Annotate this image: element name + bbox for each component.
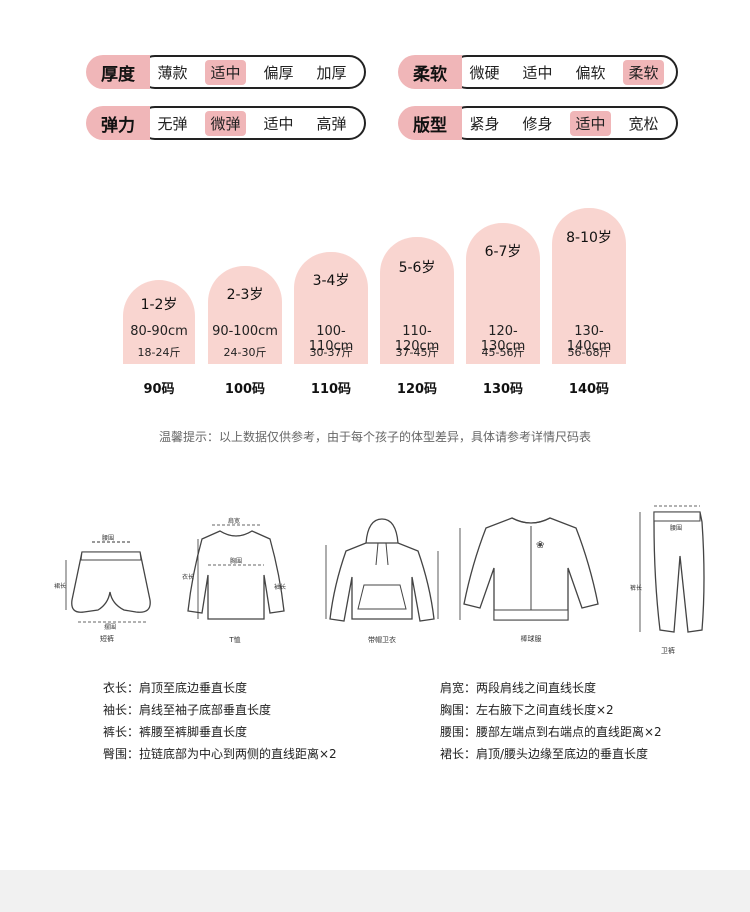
attr-softness: 微硬 适中 偏软 柔软 柔软 [398, 55, 678, 89]
size-weight: 30-37斤 [309, 346, 353, 359]
garment-hoodie: 带帽卫衣 [322, 515, 442, 650]
garment-shorts: 腰围 裙长 摆围 短裤 [52, 530, 162, 650]
label-chest: 胸围 [230, 557, 242, 565]
label-waist: 腰围 [670, 525, 682, 532]
attr-label: 柔软 [398, 55, 462, 89]
jacket-diagram: ❀ [459, 517, 599, 621]
size-weight: 37-45斤 [395, 346, 439, 359]
size-weight: 24-30斤 [223, 346, 267, 359]
option: 偏厚 [263, 63, 294, 82]
size-column: 2-3岁 90-100cm 24-30斤 [208, 266, 282, 364]
option: 高弹 [316, 114, 347, 133]
option: 适中 [263, 114, 294, 133]
size-weight: 18-24斤 [137, 346, 181, 359]
shorts-diagram: 腰围 裙长 摆围 [54, 535, 151, 631]
size-column: 3-4岁 100-110cm 30-37斤 [294, 252, 368, 364]
size-age: 6-7岁 [484, 244, 522, 260]
label-skirt-length: 裙长 [54, 582, 66, 590]
attr-thickness-box: 薄款 适中 偏厚 加厚 [138, 55, 366, 89]
size-age: 2-3岁 [226, 287, 264, 303]
size-column: 1-2岁 80-90cm 18-24斤 [123, 280, 195, 364]
attr-elasticity-box: 无弹 微弹 适中 高弹 [138, 106, 366, 140]
size-age: 1-2岁 [140, 297, 178, 313]
attr-fit: 紧身 修身 适中 宽松 版型 [398, 106, 678, 140]
size-height: 90-100cm [212, 324, 278, 339]
option: 偏软 [575, 63, 606, 82]
label-shoulder: 肩宽 [228, 517, 240, 525]
measure-note: 裤长：裤腰至裤脚垂直长度 [103, 725, 248, 739]
size-column: 5-6岁 110-120cm 37-45斤 [380, 237, 454, 364]
measure-note: 肩宽：两段肩线之间直线长度 [440, 681, 597, 695]
measure-note: 胸围：左右腋下之间直线长度×2 [440, 703, 614, 717]
size-chart: 1-2岁 80-90cm 18-24斤 90码 2-3岁 90-100cm 24… [0, 0, 750, 400]
size-column: 6-7岁 120-130cm 45-56斤 [466, 223, 540, 364]
size-tip: 温馨提示：以上数据仅供参考，由于每个孩子的体型差异，具体请参考详情尺码表 [158, 430, 591, 444]
garment-name: 带帽卫衣 [368, 636, 396, 644]
size-code: 130码 [482, 382, 524, 397]
measure-note: 衣长：肩顶至底边垂直长度 [103, 681, 248, 695]
option: 宽松 [628, 114, 659, 133]
size-height: 100-110cm [308, 324, 354, 354]
size-code: 90码 [143, 382, 175, 397]
attr-label: 厚度 [86, 55, 150, 89]
garment-name: 卫裤 [661, 647, 675, 655]
size-height: 110-120cm [394, 324, 440, 354]
size-weight: 45-56斤 [481, 346, 525, 359]
option: 微硬 [469, 63, 500, 82]
option: 加厚 [316, 63, 347, 82]
label-length: 衣长 [182, 573, 194, 581]
label-sleeve: 袖长 [274, 583, 286, 591]
measure-note: 臀围：拉链底部为中心到两侧的直线距离×2 [103, 747, 337, 761]
size-weight: 56-68斤 [567, 346, 611, 359]
attr-elasticity: 无弹 微弹 适中 高弹 弹力 [86, 106, 366, 140]
hoodie-diagram [325, 518, 439, 622]
pants-diagram: 腰围 裤长 [630, 505, 705, 633]
tshirt-diagram: 肩宽 胸围 衣长 袖长 [182, 517, 286, 620]
attr-label: 弹力 [86, 106, 150, 140]
size-column: 8-10岁 130-140cm 56-68斤 [552, 208, 626, 364]
option: 紧身 [469, 114, 500, 133]
label-waist: 腰围 [102, 535, 114, 542]
option-selected: 适中 [570, 110, 611, 136]
garment-baseball-jacket: ❀ 棒球服 [456, 508, 606, 650]
size-code: 100码 [224, 382, 266, 397]
label-hem: 摆围 [104, 623, 116, 630]
size-age: 8-10岁 [566, 230, 612, 246]
option-selected: 适中 [205, 59, 246, 85]
size-code: 110码 [310, 382, 352, 397]
size-code: 120码 [396, 382, 438, 397]
bottom-bar [0, 870, 750, 912]
option-selected: 柔软 [623, 59, 664, 85]
measure-note: 腰围：腰部左端点到右端点的直线距离×2 [440, 725, 662, 739]
option: 薄款 [157, 63, 188, 82]
garment-name: 短裤 [100, 635, 114, 643]
size-height: 80-90cm [130, 324, 188, 339]
size-age: 3-4岁 [312, 273, 350, 289]
attr-label: 版型 [398, 106, 462, 140]
size-height: 120-130cm [480, 324, 526, 354]
label-pants-length: 裤长 [630, 584, 642, 592]
size-code: 140码 [568, 382, 610, 397]
option-selected: 微弹 [205, 110, 246, 136]
garment-sweatpants: 腰围 裤长 卫裤 [618, 500, 718, 660]
garment-name: T恤 [229, 636, 241, 644]
measure-note: 裙长：肩顶/腰头边缘至底边的垂直长度 [440, 747, 649, 761]
garment-name: 棒球服 [520, 635, 542, 643]
size-age: 5-6岁 [398, 260, 436, 276]
option: 修身 [522, 114, 553, 133]
garment-tshirt: 肩宽 胸围 衣长 袖长 T恤 [180, 515, 290, 650]
option: 适中 [522, 63, 553, 82]
option: 无弹 [157, 114, 188, 133]
svg-text:❀: ❀ [536, 540, 544, 551]
size-height: 130-140cm [566, 324, 612, 354]
measure-note: 袖长：肩线至袖子底部垂直长度 [103, 703, 272, 717]
attr-thickness: 薄款 适中 偏厚 加厚 厚度 [86, 55, 366, 89]
